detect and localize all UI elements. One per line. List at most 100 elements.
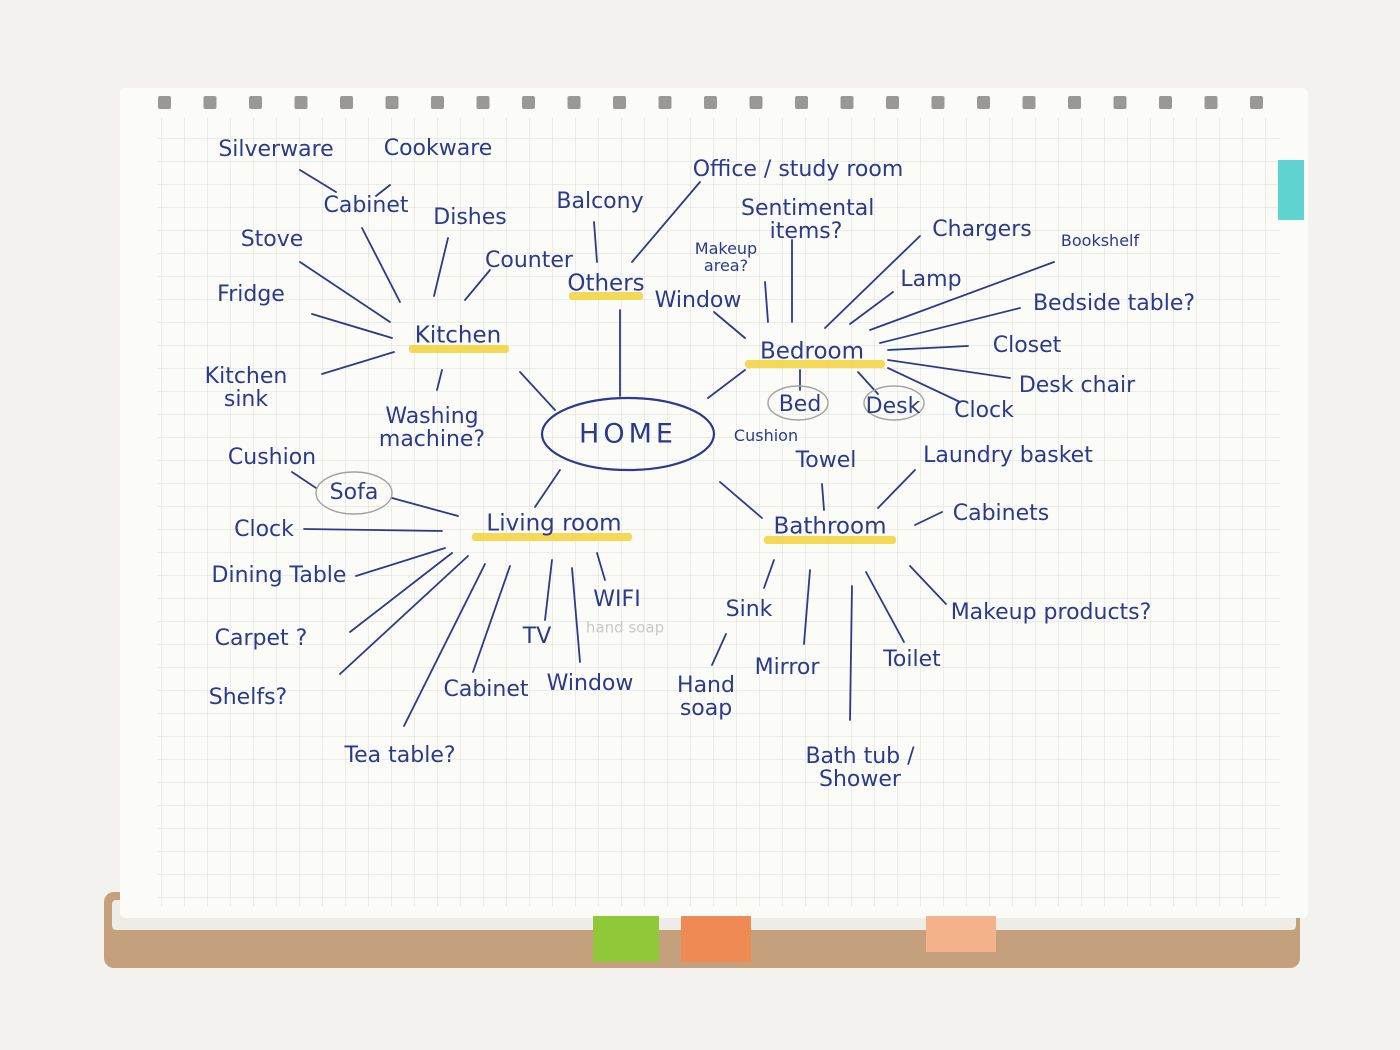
label-makeup-area: Makeup area? <box>694 239 758 275</box>
label-silverware: Silverware <box>218 137 334 162</box>
circle-sofa <box>315 471 393 515</box>
spiral-hole <box>1113 96 1127 109</box>
label-bed: Bed <box>778 392 822 417</box>
connector-lines <box>291 169 1055 727</box>
line-tea-table <box>403 563 486 727</box>
label-toilet: Toilet <box>883 647 941 672</box>
label-wifi: WIFI <box>593 587 641 612</box>
label-sentimental: Sentimental items? <box>741 195 875 244</box>
label-dishes: Dishes <box>433 205 507 230</box>
line-closet <box>887 345 969 351</box>
label-cabinet-living: Cabinet <box>443 677 529 702</box>
highlight-others <box>569 292 643 300</box>
spiral-hole <box>1159 96 1172 109</box>
label-stove: Stove <box>240 227 304 252</box>
tab-teal <box>1278 160 1304 220</box>
label-shelfs: Shelfs? <box>208 685 288 710</box>
hub-highlights <box>409 292 896 544</box>
line-desk-chair <box>887 359 1011 379</box>
line-home-bedroom <box>707 369 746 399</box>
tab-green <box>593 916 659 962</box>
label-clock-living: Clock <box>234 517 294 542</box>
hub-living-room: Living room <box>486 510 622 537</box>
spiral-hole <box>385 96 399 109</box>
line-window <box>713 311 746 339</box>
spiral-hole <box>203 96 217 109</box>
spiral-hole <box>294 96 308 109</box>
label-kitchen-sink: Kitchen sink <box>204 363 288 412</box>
highlight-bathroom <box>764 536 896 544</box>
spiral-hole <box>1204 96 1218 109</box>
sketch-circles <box>315 385 925 515</box>
spiral-hole <box>158 96 171 109</box>
label-tv: TV <box>522 624 552 649</box>
line-home-kitchen <box>519 371 556 411</box>
line-bedside-table <box>879 307 1021 344</box>
line-mirror <box>803 569 811 645</box>
tab-peach <box>926 916 996 952</box>
spiral-hole <box>1068 96 1081 109</box>
label-dining-table: Dining Table <box>211 563 347 588</box>
label-cabinet: Cabinet <box>323 193 409 218</box>
line-shelfs <box>339 555 469 675</box>
line-sofa <box>391 497 459 517</box>
label-sofa: Sofa <box>329 480 379 505</box>
label-lamp: Lamp <box>900 267 962 292</box>
label-bedside-table: Bedside table? <box>1032 291 1196 316</box>
label-laundry-basket: Laundry basket <box>923 443 1093 468</box>
line-chargers <box>824 235 921 329</box>
spiral-hole <box>1250 96 1263 109</box>
line-home-bathroom <box>719 481 763 519</box>
line-toilet <box>865 571 905 643</box>
label-window-bedroom: Window <box>654 288 742 313</box>
spiral-hole <box>249 96 262 109</box>
highlight-bedroom <box>745 360 885 368</box>
line-bath-tub <box>849 585 853 721</box>
spiral-hole <box>886 96 899 109</box>
label-balcony: Balcony <box>556 189 644 214</box>
line-silverware <box>299 169 337 193</box>
line-sink <box>763 559 775 589</box>
label-tea-table: Tea table? <box>344 743 456 768</box>
home-label: HOME <box>579 418 677 450</box>
label-towel: Towel <box>795 448 857 473</box>
label-clock-bedroom: Clock <box>954 398 1014 423</box>
hub-kitchen: Kitchen <box>414 322 502 349</box>
label-sink: Sink <box>725 597 773 622</box>
line-tv <box>544 559 553 621</box>
spiral-hole <box>340 96 353 109</box>
line-stove <box>299 261 391 323</box>
label-counter: Counter <box>485 248 573 273</box>
line-cushion <box>291 471 317 489</box>
spiral-hole <box>658 96 672 109</box>
line-towel <box>821 483 825 511</box>
spiral-hole <box>749 96 763 109</box>
line-carpet <box>349 552 453 633</box>
line-cabinet-living <box>472 565 511 673</box>
line-clock-living <box>303 528 443 532</box>
spiral-hole <box>795 96 808 109</box>
spiral-hole <box>704 96 717 109</box>
highlight-kitchen <box>409 345 509 353</box>
label-carpet: Carpet ? <box>214 626 308 651</box>
hub-bathroom: Bathroom <box>773 513 887 540</box>
spiral-hole <box>613 96 626 109</box>
spiral-hole <box>476 96 490 109</box>
label-fridge: Fridge <box>217 282 285 307</box>
line-clock <box>887 367 961 403</box>
spiral-hole <box>931 96 945 109</box>
spiral-hole <box>567 96 581 109</box>
line-lamp <box>849 291 894 325</box>
line-home-living <box>534 469 561 508</box>
spiral-hole <box>522 96 535 109</box>
line-cabinets <box>914 511 943 526</box>
line-wifi <box>596 552 606 581</box>
spiral-holes <box>158 96 1263 109</box>
line-makeup-area <box>764 281 769 323</box>
spiral-hole <box>431 96 444 109</box>
label-washing-machine: Washing machine? <box>378 403 486 452</box>
spiral-hole <box>840 96 854 109</box>
label-mirror: Mirror <box>754 655 820 680</box>
label-chargers: Chargers <box>932 217 1032 242</box>
